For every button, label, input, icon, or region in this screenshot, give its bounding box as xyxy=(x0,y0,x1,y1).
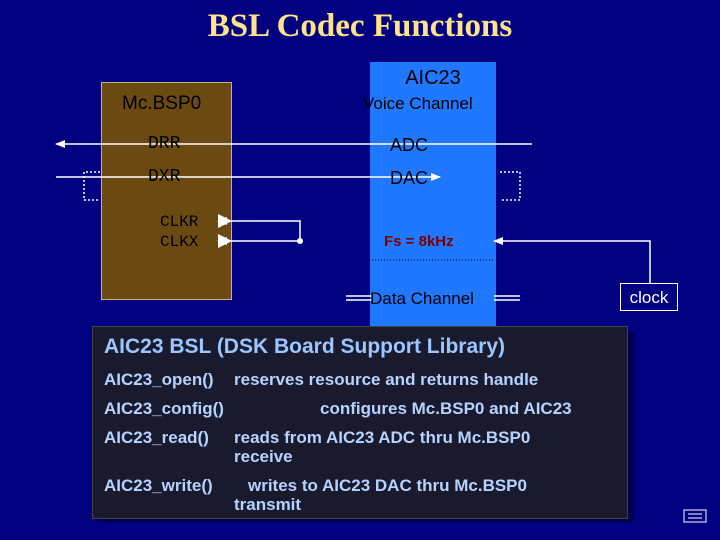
data-channel-label: Data Channel xyxy=(370,289,474,308)
fs-label: Fs = 8kHz xyxy=(384,233,454,250)
clkr-line xyxy=(217,217,301,241)
clock-line xyxy=(493,237,651,283)
panel-title: AIC23 BSL (DSK Board Support Library) xyxy=(104,335,505,358)
fn-name-open: AIC23_open() xyxy=(104,370,214,389)
ti-logo-icon xyxy=(683,509,707,523)
adc-label: ADC xyxy=(390,135,429,155)
fn-name-config: AIC23_config() xyxy=(104,399,224,418)
fn-name-write: AIC23_write() xyxy=(104,476,213,495)
left-loop xyxy=(83,171,100,201)
aic23-title: AIC23 xyxy=(405,67,461,89)
bsl-panel xyxy=(92,326,628,519)
fn-name-read: AIC23_read() xyxy=(104,428,209,447)
right-loop xyxy=(500,171,521,201)
aic23-block xyxy=(370,62,496,330)
clkx-label: CLKX xyxy=(160,233,199,251)
fn-desc-config: configures Mc.BSP0 and AIC23 xyxy=(320,399,572,418)
fn-desc-write: writes to AIC23 DAC thru Mc.BSP0 xyxy=(248,476,527,495)
fn-desc-write-2: transmit xyxy=(234,495,302,514)
mcbsp-block xyxy=(101,82,232,300)
page-title: BSL Codec Functions xyxy=(207,8,513,44)
mcbsp-label: Mc.BSP0 xyxy=(122,93,202,114)
dxr-label: DXR xyxy=(148,167,181,187)
fn-desc-read-2: receive xyxy=(234,447,293,466)
fn-desc-open: reserves resource and returns handle xyxy=(234,370,539,389)
voice-channel-label: Voice Channel xyxy=(363,94,473,113)
clkr-label: CLKR xyxy=(160,213,199,231)
drr-label: DRR xyxy=(148,134,181,154)
dac-label: DAC xyxy=(390,168,429,188)
fn-desc-read: reads from AIC23 ADC thru Mc.BSP0 xyxy=(234,428,531,447)
clock-box: clock xyxy=(620,283,678,311)
